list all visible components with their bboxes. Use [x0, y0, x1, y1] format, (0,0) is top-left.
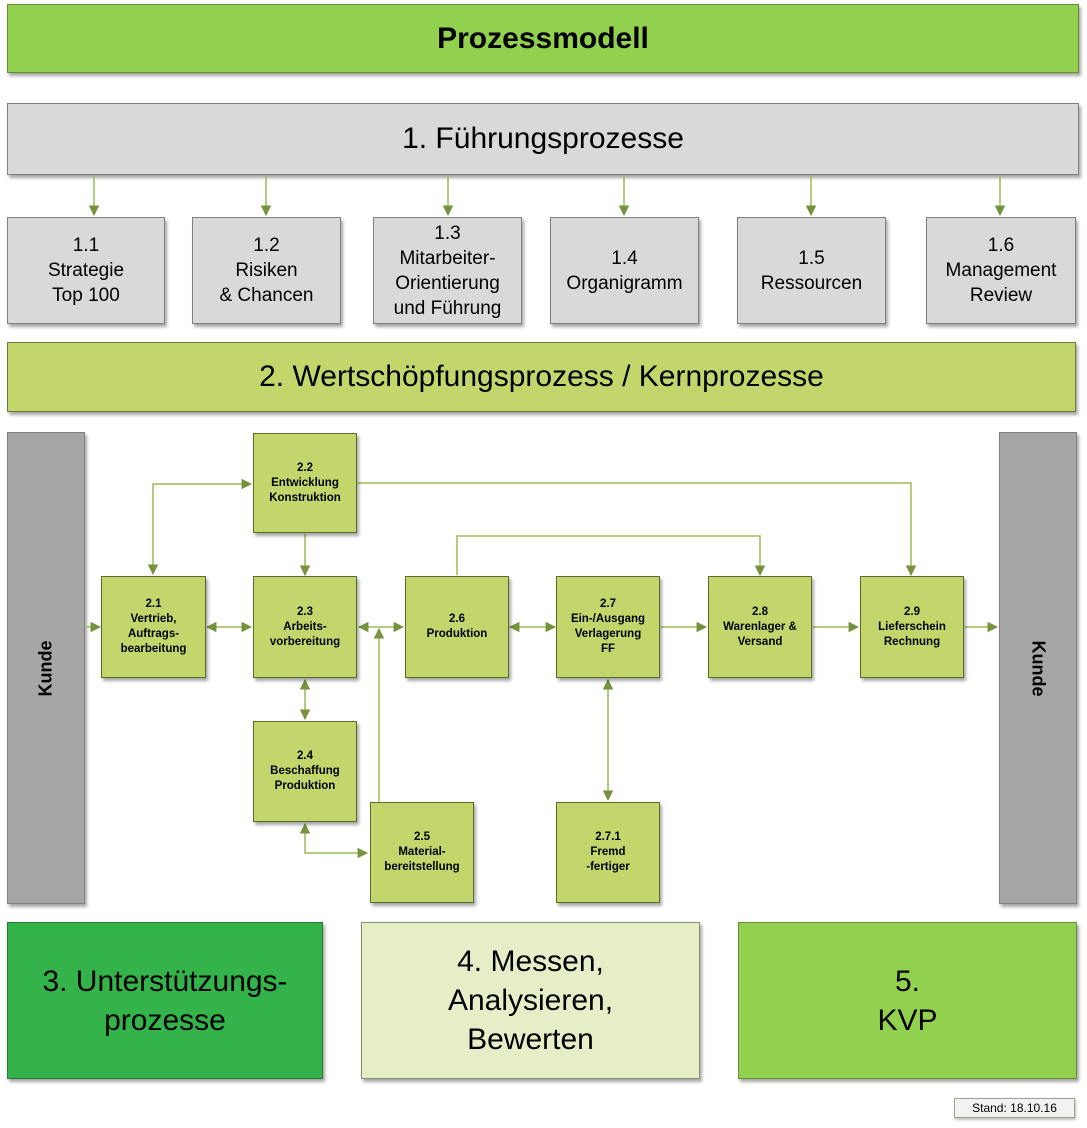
date-stamp-text: Stand: 18.10.16 — [972, 1101, 1057, 1115]
leadership-item-risks[interactable]: 1.2 Risiken & Chancen — [192, 217, 341, 324]
leadership-item-organigram[interactable]: 1.4 Organigramm — [550, 217, 699, 324]
leadership-item-label: 1.2 Risiken & Chancen — [219, 235, 314, 306]
arrow-2-2-to-2-9 — [358, 482, 917, 577]
leadership-item-management-review[interactable]: 1.6 Management Review — [926, 217, 1076, 324]
process-label: 2.1 Vertrieb, Auftrags- bearbeitung — [120, 598, 187, 655]
process-label: 2.8 Warenlager & Versand — [723, 605, 797, 648]
kvp-label: 5. KVP — [877, 964, 938, 1037]
process-2-6-production[interactable]: 2.6 Produktion — [405, 576, 509, 678]
process-label: 2.2 Entwicklung Konstruktion — [269, 461, 341, 504]
measure-label: 4. Messen, Analysieren, Bewerten — [447, 945, 614, 1056]
process-label: 2.7.1 Fremd -fertiger — [586, 831, 630, 873]
process-2-7-1-subcontractor[interactable]: 2.7.1 Fremd -fertiger — [556, 802, 660, 903]
leadership-item-label: 1.3 Mitarbeiter- Orientierung und Führun… — [393, 222, 502, 319]
customer-left-label: Kunde — [35, 640, 56, 696]
core-process-title: 2. Wertschöpfungsprozess / Kernprozesse — [259, 360, 824, 393]
leadership-title: 1. Führungsprozesse — [402, 122, 684, 155]
leadership-item-label: 1.6 Management Review — [945, 235, 1057, 306]
support-processes-label: 3. Unterstützungs- prozesse — [42, 964, 288, 1037]
process-2-1-sales[interactable]: 2.1 Vertrieb, Auftrags- bearbeitung — [101, 576, 206, 678]
process-2-4-procurement[interactable]: 2.4 Beschaffung Produktion — [253, 721, 357, 822]
process-2-9-delivery-invoice[interactable]: 2.9 Lieferschein Rechnung — [860, 576, 964, 678]
leadership-item-label: 1.4 Organigramm — [566, 247, 683, 294]
leadership-item-employees[interactable]: 1.3 Mitarbeiter- Orientierung und Führun… — [373, 217, 522, 324]
customer-right-label: Kunde — [1028, 640, 1049, 696]
process-label: 2.3 Arbeits- vorbereitung — [269, 605, 341, 648]
process-label: 2.7 Ein-/Ausgang Verlagerung FF — [570, 598, 646, 655]
leadership-item-label: 1.5 Ressourcen — [760, 247, 863, 294]
support-processes[interactable]: 3. Unterstützungs- prozesse — [7, 922, 323, 1079]
date-stamp: Stand: 18.10.16 — [954, 1098, 1075, 1118]
process-label: 2.9 Lieferschein Rechnung — [878, 605, 946, 648]
measure-analyze-evaluate[interactable]: 4. Messen, Analysieren, Bewerten — [361, 922, 700, 1079]
page-title: Prozessmodell — [7, 4, 1079, 73]
process-2-5-material-supply[interactable]: 2.5 Material- bereitstellung — [370, 802, 474, 903]
process-2-7-in-out[interactable]: 2.7 Ein-/Ausgang Verlagerung FF — [556, 576, 660, 678]
process-label: 2.4 Beschaffung Produktion — [270, 750, 340, 792]
process-label: 2.6 Produktion — [426, 613, 488, 640]
process-2-3-work-preparation[interactable]: 2.3 Arbeits- vorbereitung — [253, 576, 357, 678]
process-2-8-warehouse-shipping[interactable]: 2.8 Warenlager & Versand — [708, 576, 812, 678]
leadership-header[interactable]: 1. Führungsprozesse — [7, 103, 1079, 175]
process-label: 2.5 Material- bereitstellung — [384, 831, 460, 873]
arrow-2-6-to-2-8 — [456, 535, 766, 577]
arrow-2-1-2-2 — [147, 478, 253, 576]
leadership-item-label: 1.1 Strategie Top 100 — [47, 235, 125, 306]
customer-right[interactable]: Kunde — [999, 432, 1077, 904]
kvp-continuous-improvement[interactable]: 5. KVP — [738, 922, 1077, 1079]
leadership-item-resources[interactable]: 1.5 Ressourcen — [737, 217, 886, 324]
arrow-2-4-2-5 — [299, 822, 369, 859]
customer-left[interactable]: Kunde — [7, 432, 85, 904]
core-process-header[interactable]: 2. Wertschöpfungsprozess / Kernprozesse — [7, 342, 1076, 412]
page-title-text: Prozessmodell — [437, 21, 649, 55]
leadership-item-strategy[interactable]: 1.1 Strategie Top 100 — [7, 217, 165, 324]
process-2-2-development[interactable]: 2.2 Entwicklung Konstruktion — [253, 433, 357, 533]
